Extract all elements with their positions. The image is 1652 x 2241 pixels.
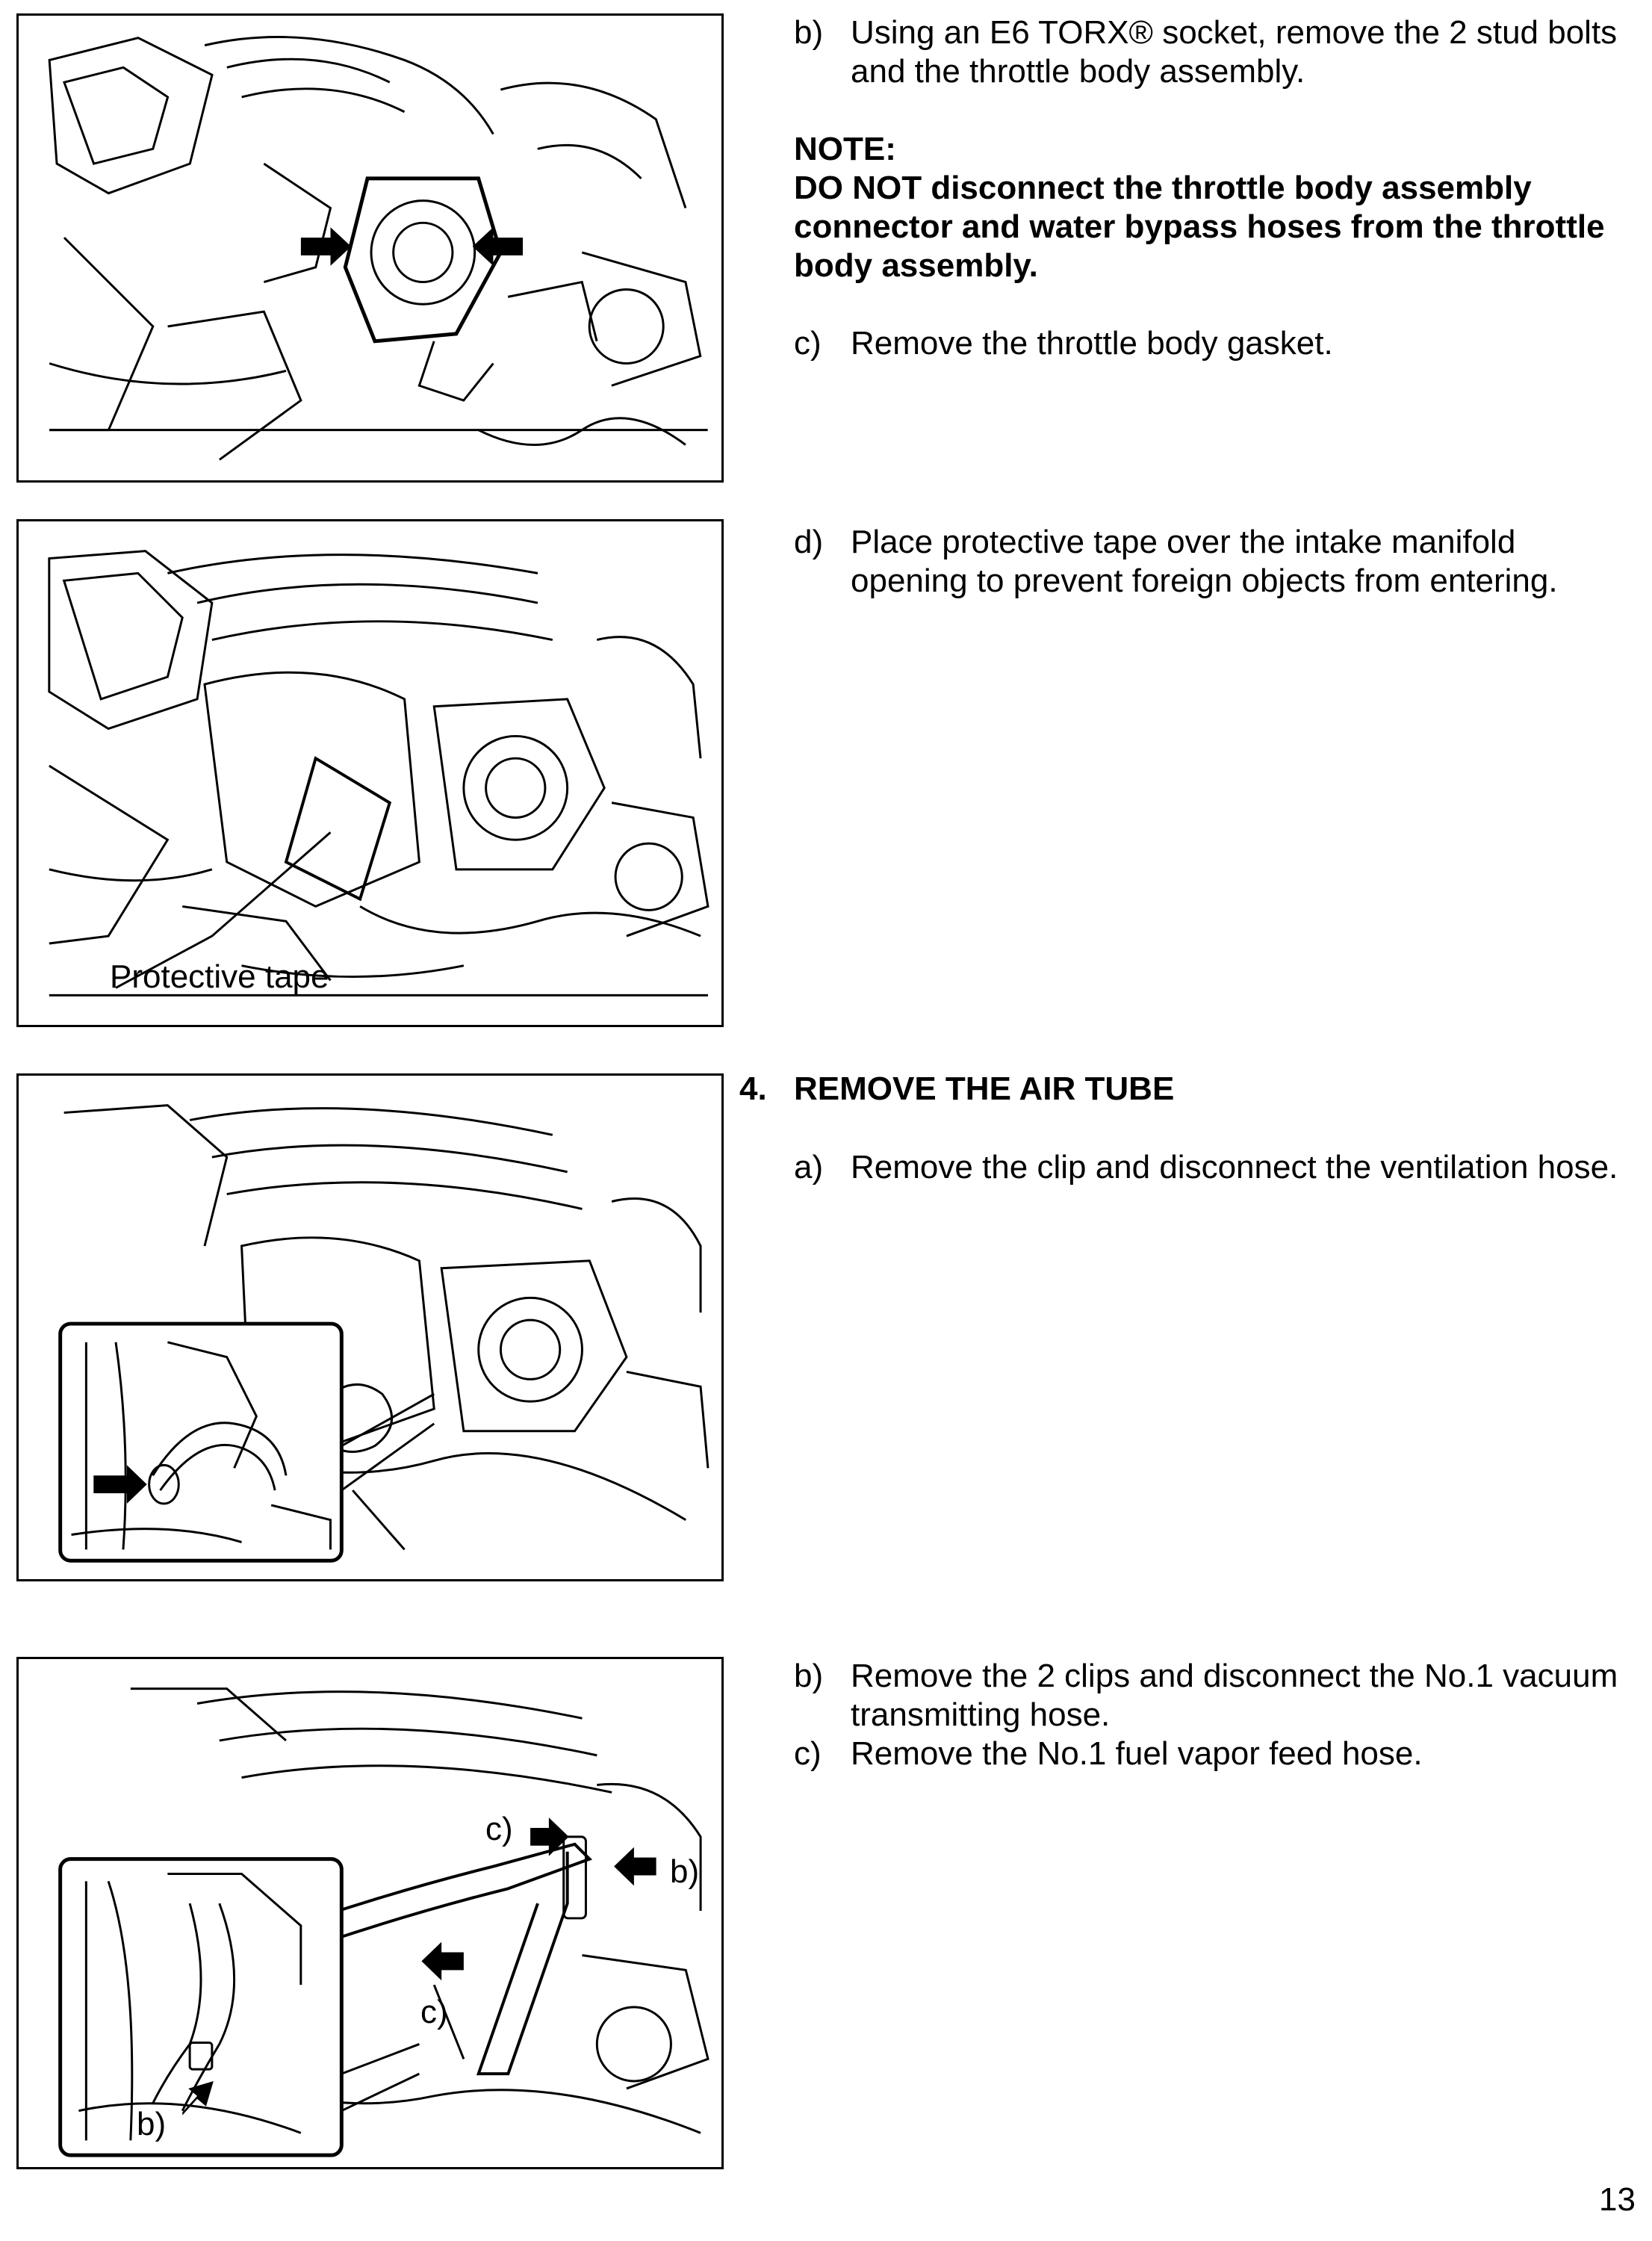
figure-vacuum-hose: c) b) c) b) <box>16 1657 724 2169</box>
step-b-vacuum-hose: b) Remove the 2 clips and disconnect the… <box>794 1657 1638 1735</box>
step-text: Remove the clip and disconnect the venti… <box>851 1149 1618 1185</box>
callout-b-right: b) <box>670 1853 700 1890</box>
engine-illustration <box>58 1687 709 2157</box>
section-heading: 4. REMOVE THE AIR TUBE <box>739 1070 1174 1109</box>
step-b-stud-bolts: b) Using an E6 TORX® socket, remove the … <box>794 13 1638 91</box>
step-label: b) <box>794 1658 824 1694</box>
step-text: Place protective tape over the intake ma… <box>851 524 1558 599</box>
engine-illustration <box>58 1104 709 1563</box>
step-label: a) <box>794 1149 824 1185</box>
engine-illustration <box>48 550 709 996</box>
engine-illustration <box>48 36 708 461</box>
heading-number: 4. <box>739 1070 767 1107</box>
section4-text: b) Remove the 2 clips and disconnect the… <box>794 1657 1638 1773</box>
note-body: DO NOT disconnect the throttle body asse… <box>794 170 1605 284</box>
step-label: c) <box>794 325 822 362</box>
note-title: NOTE: <box>794 131 896 167</box>
callout-b-inset: b) <box>137 2106 167 2142</box>
page-number: 13 <box>1599 2181 1636 2218</box>
section3-text: a) Remove the clip and disconnect the ve… <box>794 1148 1638 1187</box>
step-c-fuel-vapor-hose: c) Remove the No.1 fuel vapor feed hose. <box>794 1735 1638 1773</box>
step-c-gasket: c) Remove the throttle body gasket. <box>794 324 1638 363</box>
section1-text: b) Using an E6 TORX® socket, remove the … <box>794 13 1638 363</box>
step-text: Remove the 2 clips and disconnect the No… <box>851 1658 1618 1733</box>
callout-c-bottom: c) <box>420 1994 448 2030</box>
step-label: d) <box>794 524 824 560</box>
heading-text: REMOVE THE AIR TUBE <box>794 1070 1175 1107</box>
step-a-ventilation-hose: a) Remove the clip and disconnect the ve… <box>794 1148 1638 1187</box>
step-label: b) <box>794 14 824 51</box>
protective-tape-label: Protective tape <box>110 958 329 995</box>
callout-c-top: c) <box>485 1811 513 1847</box>
figure-ventilation-hose <box>16 1073 724 1581</box>
step-text: Remove the throttle body gasket. <box>851 325 1333 362</box>
figure-throttle-body-removal <box>16 13 724 483</box>
section2-text: d) Place protective tape over the intake… <box>794 523 1638 601</box>
step-text: Using an E6 TORX® socket, remove the 2 s… <box>851 14 1618 90</box>
step-d-protective-tape: d) Place protective tape over the intake… <box>794 523 1638 601</box>
figure-protective-tape: Protective tape <box>16 519 724 1027</box>
step-label: c) <box>794 1735 822 1772</box>
step-text: Remove the No.1 fuel vapor feed hose. <box>851 1735 1423 1772</box>
